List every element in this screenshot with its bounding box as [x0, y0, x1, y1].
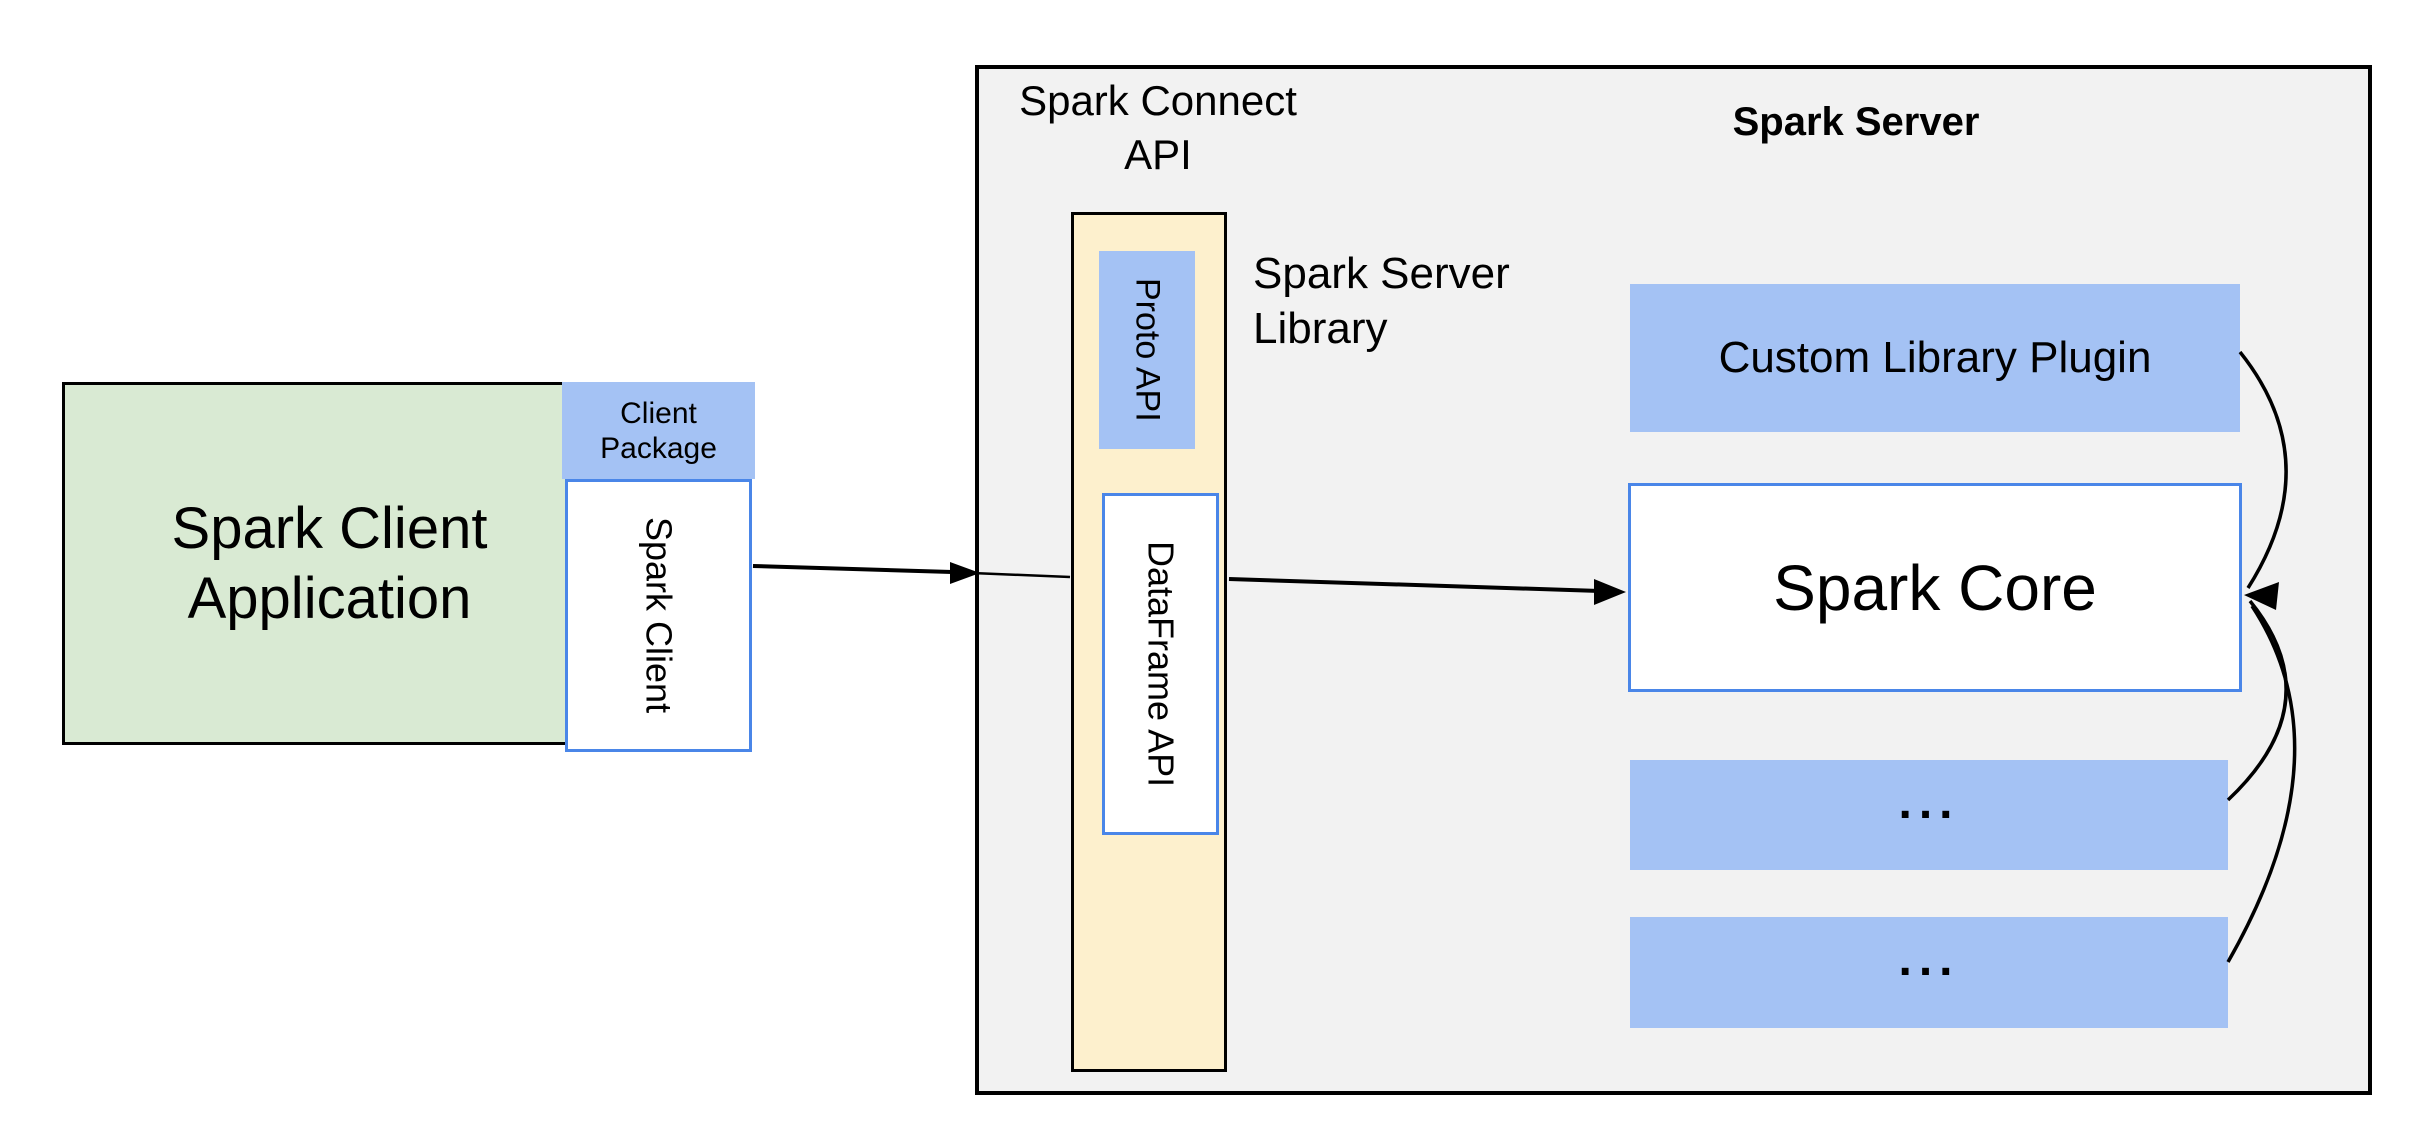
spark-connect-api-heading: Spark Connect API: [1019, 77, 1297, 178]
custom-library-plugin-box: Custom Library Plugin: [1630, 284, 2240, 432]
spark-core-label: Spark Core: [1773, 551, 2097, 624]
spark-client-application-box: Spark Client Application: [62, 382, 597, 745]
plugin-slot-1-box: ...: [1630, 760, 2228, 870]
spark-client-box: Spark Client: [565, 479, 752, 752]
dataframe-api-box: DataFrame API: [1102, 493, 1219, 835]
spark-server-library-caption: Spark Server Library: [1253, 249, 1510, 353]
plugin-slot-2-box: ...: [1630, 917, 2228, 1028]
spark-core-box: Spark Core: [1628, 483, 2242, 692]
plugin-slot-2-label: ...: [1898, 933, 1960, 986]
spark-client-application-label: Spark Client Application: [171, 495, 488, 631]
client-package-label: Client Package: [600, 396, 717, 465]
client-package-box: Client Package: [562, 382, 755, 479]
dataframe-api-label: DataFrame API: [1140, 540, 1182, 788]
proto-api-box: Proto API: [1099, 251, 1195, 449]
custom-library-plugin-label: Custom Library Plugin: [1718, 333, 2152, 382]
spark-server-heading: Spark Server: [1732, 100, 1980, 144]
plugin-slot-1-label: ...: [1898, 775, 1960, 829]
proto-api-label: Proto API: [1128, 278, 1167, 422]
spark-client-label: Spark Client: [638, 517, 680, 714]
